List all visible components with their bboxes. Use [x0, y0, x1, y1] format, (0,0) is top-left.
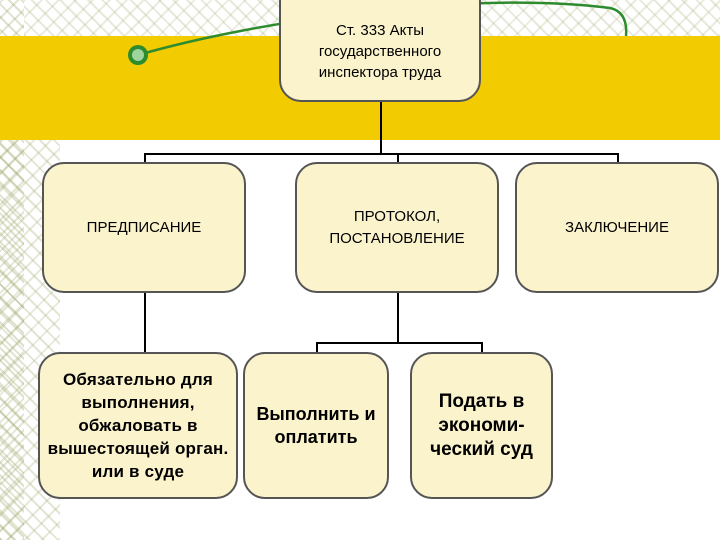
connector-bottom-bar: [316, 342, 482, 344]
connector-top-stem: [380, 102, 382, 154]
connector-bottom-right-drop: [481, 342, 483, 353]
node-zaklyuchenie-label: ЗАКЛЮЧЕНИЕ: [565, 218, 669, 236]
connector-left-drop: [144, 153, 146, 163]
connector-bottom-left-drop: [316, 342, 318, 353]
connector-left-down: [144, 293, 146, 355]
node-predpisanie-label: ПРЕДПИСАНИЕ: [86, 218, 202, 236]
node-obyazatelno-frame: Обязательно для выполнения, обжаловать в…: [38, 352, 238, 499]
node-article-333: Ст. 333 Акты государственного инспектора…: [279, 0, 481, 102]
node-podat-label: Подать в экономи-ческий суд: [430, 390, 533, 460]
node-podat: Подать в экономи-ческий суд: [410, 352, 553, 499]
node-obyazatelno-label: Обязательно для выполнения, обжаловать в…: [47, 370, 229, 481]
node-protokol-label: ПРОТОКОЛ, ПОСТАНОВЛЕНИЕ: [329, 207, 465, 247]
connector-center-drop: [397, 153, 399, 163]
node-vypolnit: Выполнить и оплатить: [243, 352, 389, 499]
green-arc: [137, 1, 628, 57]
connector-top-bar: [144, 153, 618, 155]
node-article-333-label: Ст. 333 Акты государственного инспектора…: [318, 21, 442, 81]
connector-center-stem: [397, 293, 399, 343]
node-protokol: ПРОТОКОЛ, ПОСТАНОВЛЕНИЕ: [295, 162, 499, 293]
node-zaklyuchenie: ЗАКЛЮЧЕНИЕ: [515, 162, 719, 293]
node-predpisanie: ПРЕДПИСАНИЕ: [42, 162, 246, 293]
connector-right-drop: [617, 153, 619, 163]
node-vypolnit-label: Выполнить и оплатить: [256, 403, 376, 447]
